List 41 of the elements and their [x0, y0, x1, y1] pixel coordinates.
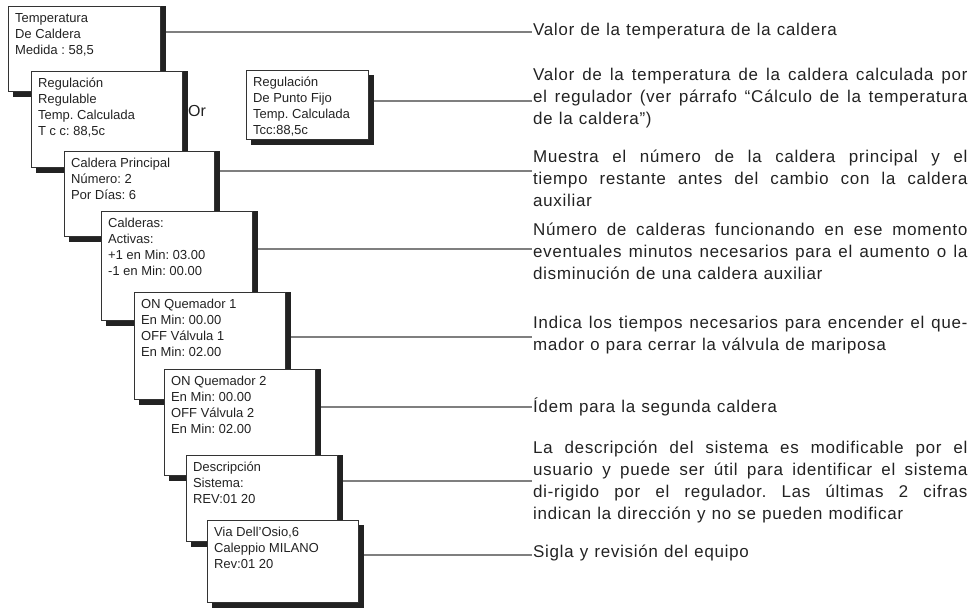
display-line: Sistema:	[193, 475, 244, 491]
display-line: Regulación	[38, 75, 104, 91]
display-line: -1 en Min: 00.00	[108, 263, 202, 279]
display-line: REV:01 20	[193, 491, 256, 507]
display-line: Número: 2	[71, 171, 132, 187]
display-line: Tcc:88,5c	[253, 122, 308, 138]
description-text: Ídem para la segunda caldera	[533, 396, 863, 418]
display-line: Medida : 58,5	[15, 42, 94, 58]
display-line: En Min: 00.00	[171, 389, 252, 405]
display-line: Activas:	[108, 231, 154, 247]
description-text: Número de calderas funcionando en ese momento eventuales minutos necesarios para el aumento o la disminución de una caldera auxiliar	[533, 219, 968, 285]
display-line: +1 en Min: 03.00	[108, 247, 206, 263]
display-line: OFF Válvula 1	[141, 328, 224, 344]
display-line: En Min: 02.00	[141, 344, 222, 360]
display-line: De Caldera	[15, 26, 81, 42]
display-line: ON Quemador 2	[171, 373, 266, 389]
display-line: Temperatura	[15, 10, 88, 26]
display-line: ON Quemador 1	[141, 296, 236, 312]
display-line: Caleppio MILANO	[214, 540, 319, 556]
display-line: En Min: 00.00	[141, 312, 222, 328]
description-text: Sigla y revisión del equipo	[533, 541, 863, 563]
display-line: Caldera Principal	[71, 155, 170, 171]
description-text: Indica los tiempos necesarios para encender el que-mador o para cerrar la válvula de mariposa	[533, 312, 968, 356]
display-line: Descripción	[193, 459, 261, 475]
description-text: La descripción del sistema es modificable por el usuario y puede ser útil para identificar el sistema di-rigido por el regulador. Las últimas 2 cifras indican la dirección y no se pueden modificar	[533, 437, 968, 525]
display-line: Calderas:	[108, 215, 164, 231]
alternative-label: Or	[188, 103, 206, 121]
display-line: Regulación	[253, 74, 318, 90]
display-line: Temp. Calculada	[253, 106, 350, 122]
display-line: Rev:01 20	[214, 556, 274, 572]
display-line: De Punto Fijo	[253, 90, 332, 106]
display-line: En Min: 02.00	[171, 421, 252, 437]
display-line: T c c: 88,5c	[38, 123, 105, 139]
description-text: Valor de la temperatura de la caldera calculada por el regulador (ver párrafo “Cálculo de la temperatura de la caldera”)	[533, 64, 968, 130]
display-line: Regulable	[38, 91, 97, 107]
description-text: Muestra el número de la caldera principal y el tiempo restante antes del cambio con la caldera auxiliar	[533, 146, 968, 212]
display-line: OFF Válvula 2	[171, 405, 254, 421]
display-line: Temp. Calculada	[38, 107, 135, 123]
display-line: Por Días: 6	[71, 187, 136, 203]
description-text: Valor de la temperatura de la caldera	[533, 19, 863, 41]
display-line: Via Dell’Osio,6	[214, 524, 300, 540]
